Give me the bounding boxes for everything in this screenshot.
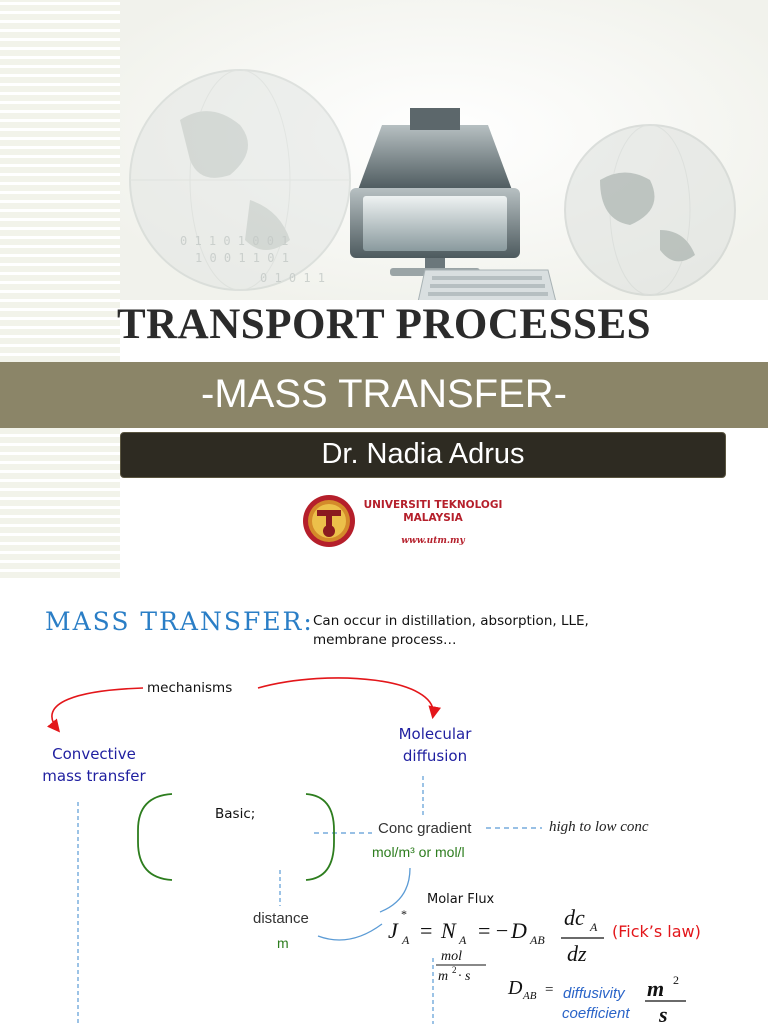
diff-unit-exp: 2 [673,973,679,987]
right-bracket [305,793,335,881]
mechanisms-label: mechanisms [147,680,233,696]
ficks-law-label: (Fick’s law) [612,922,701,941]
eq-sub-A2: A [458,933,467,947]
utm-crest-logo-icon [303,495,355,547]
ficks-law-equation: J * A = N A = − D AB dc A dz mol m 2 · s… [388,905,686,1024]
distance-to-flux-connector [317,923,383,941]
basic-label: Basic; [215,806,256,822]
university-name-line1: UNIVERSITI TEKNOLOGI [363,499,503,511]
eq-dc: dc [564,905,585,930]
diff-equals: = [545,982,553,998]
svg-text:0 1 0 1 1: 0 1 0 1 1 [260,271,325,285]
computer-monitor-icon [350,108,520,276]
diff-sub-AB: AB [522,990,537,1002]
subtitle-band [0,362,768,428]
diff-unit-s: s [658,1002,668,1024]
convective-line2: mass transfer [42,767,146,785]
distance-unit-label: m [277,935,289,951]
keyboard-icon [417,269,557,300]
coefficient-label: coefficient [562,1005,630,1022]
svg-text:0 1 1 0 1 0 0 1: 0 1 1 0 1 0 0 1 [180,234,288,248]
diagram-connectors: J * A = N A = − D AB dc A dz mol m 2 · s… [46,677,686,1024]
arrow-to-convective [46,687,144,733]
convective-label: Convective mass transfer [32,743,156,787]
arrow-to-molecular [257,677,442,720]
computer-globe-illustration: 0 1 1 0 1 0 0 1 1 0 0 1 1 0 1 0 1 0 1 1 [120,0,768,300]
eq-J: J [388,918,399,943]
eq-N: N [440,918,457,943]
flux-unit-exp: 2 [452,965,457,975]
eq-sub-A1: A [401,933,410,947]
convective-line1: Convective [52,745,136,763]
units-to-flux-connector [379,867,411,913]
slide-subtitle: -MASS TRANSFER- [201,372,567,416]
eq-star: * [401,907,407,921]
molecular-line1: Molecular [398,725,472,743]
eq-dz: dz [567,941,587,966]
striped-side-panel [0,0,120,578]
eq-sub-AB: AB [529,933,545,947]
high-to-low-label: high to low conc [549,819,649,835]
left-bracket [137,793,173,881]
flux-unit-den: m [438,969,448,984]
mass-transfer-slide: J * A = N A = − D AB dc A dz mol m 2 · s… [0,580,768,1024]
note-line-2: membrane process… [313,632,457,648]
left-globe-icon [129,69,351,291]
title-slide: 0 1 1 0 1 0 0 1 1 0 0 1 1 0 1 0 1 0 1 1 … [0,0,768,580]
right-globe-icon [564,124,736,296]
distance-label: distance [253,910,309,927]
slide-title: TRANSPORT PROCESSES [116,301,652,348]
slide2-title: MASS TRANSFER: [45,607,314,636]
university-website: www.utm.my [401,536,465,546]
diff-unit-m: m [647,976,664,1001]
eq-D: D [510,918,527,943]
eq-neg-equals: = − [478,918,508,943]
molecular-line2: diffusion [402,747,468,765]
eq-sub-A3: A [589,920,598,934]
university-name: UNIVERSITI TEKNOLOGI MALAYSIA [362,499,504,525]
diffusivity-label: diffusivity [563,985,625,1002]
eq-equals1: = [420,918,432,943]
molar-flux-label: Molar Flux [427,892,495,907]
author-bar [120,432,726,478]
molecular-diffusion-label: Molecular diffusion [390,723,480,767]
conc-gradient-label: Conc gradient [378,820,472,837]
binary-digits-texture: 0 1 1 0 1 0 0 1 1 0 0 1 1 0 1 0 1 0 1 1 [180,234,325,285]
university-name-line2: MALAYSIA [403,512,463,524]
svg-text:1 0 0 1 1 0 1: 1 0 0 1 1 0 1 [195,251,289,265]
flux-unit-num: mol [441,949,462,964]
note-line-1: Can occur in distillation, absorption, L… [313,613,589,629]
diff-D: D [507,977,523,999]
conc-units-label: mol/m³ or mol/l [372,844,465,860]
flux-unit-s: · s [458,969,471,984]
author-name: Dr. Nadia Adrus [321,438,525,470]
